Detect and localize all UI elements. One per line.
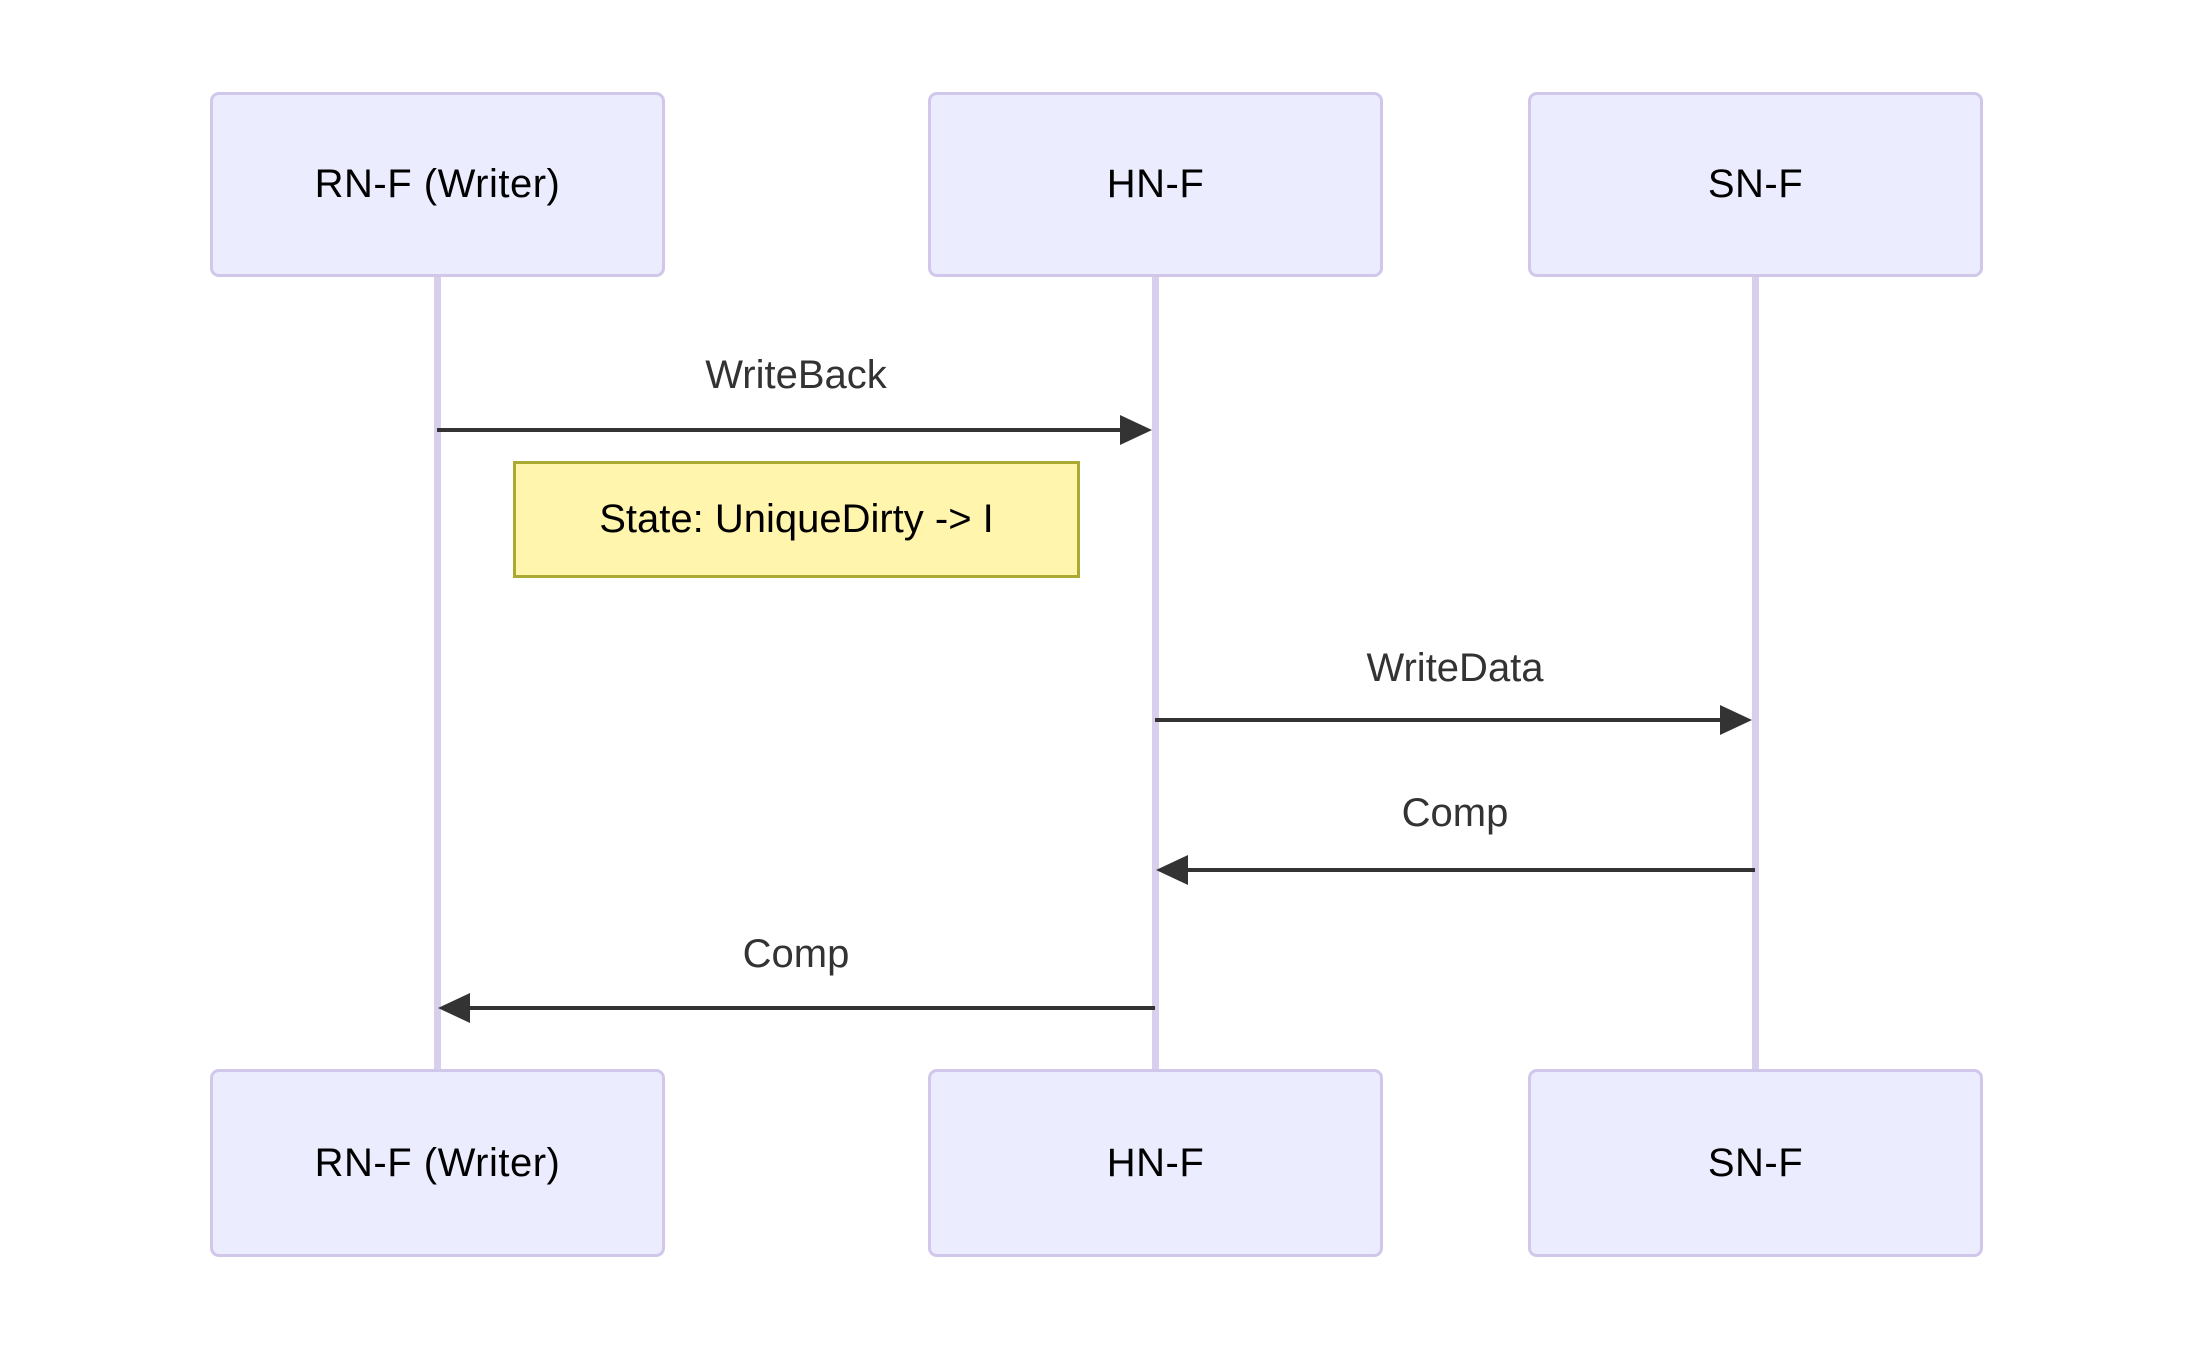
actor-label-snf: SN-F <box>1707 162 1804 206</box>
lifeline-snf <box>1752 277 1759 1069</box>
actor-box-hnf-top: HN-F <box>928 92 1383 277</box>
arrowhead-right-icon <box>1720 705 1752 735</box>
message-label-writedata: WriteData <box>1366 646 1544 690</box>
message-label-comp-hn-rn: Comp <box>742 932 850 976</box>
actor-box-rnf-bottom: RN-F (Writer) <box>210 1069 665 1257</box>
arrowhead-left-icon <box>438 993 470 1023</box>
message-label-comp-sn-hn: Comp <box>1401 791 1509 835</box>
message-line-writedata <box>1155 718 1722 722</box>
arrowhead-left-icon <box>1156 855 1188 885</box>
actor-label-hnf: HN-F <box>1106 1140 1205 1185</box>
message-line-comp-sn-hn <box>1188 868 1755 872</box>
actor-box-snf-top: SN-F <box>1528 92 1983 277</box>
message-line-comp-hn-rn <box>470 1006 1155 1010</box>
lifeline-rnf <box>434 277 441 1069</box>
actor-box-rnf-top: RN-F (Writer) <box>210 92 665 277</box>
actor-label-hnf: HN-F <box>1106 162 1205 206</box>
message-line-writeback <box>437 428 1122 432</box>
actor-label-rnf: RN-F (Writer) <box>314 1140 561 1185</box>
lifeline-hnf <box>1152 277 1159 1069</box>
actor-box-snf-bottom: SN-F <box>1528 1069 1983 1257</box>
message-label-writeback: WriteBack <box>705 353 887 397</box>
note-state-transition: State: UniqueDirty -> I <box>513 461 1080 578</box>
actor-box-hnf-bottom: HN-F <box>928 1069 1383 1257</box>
actor-label-snf: SN-F <box>1707 1140 1804 1185</box>
arrowhead-right-icon <box>1120 415 1152 445</box>
note-text: State: UniqueDirty -> I <box>599 497 994 541</box>
actor-label-rnf: RN-F (Writer) <box>314 162 561 206</box>
